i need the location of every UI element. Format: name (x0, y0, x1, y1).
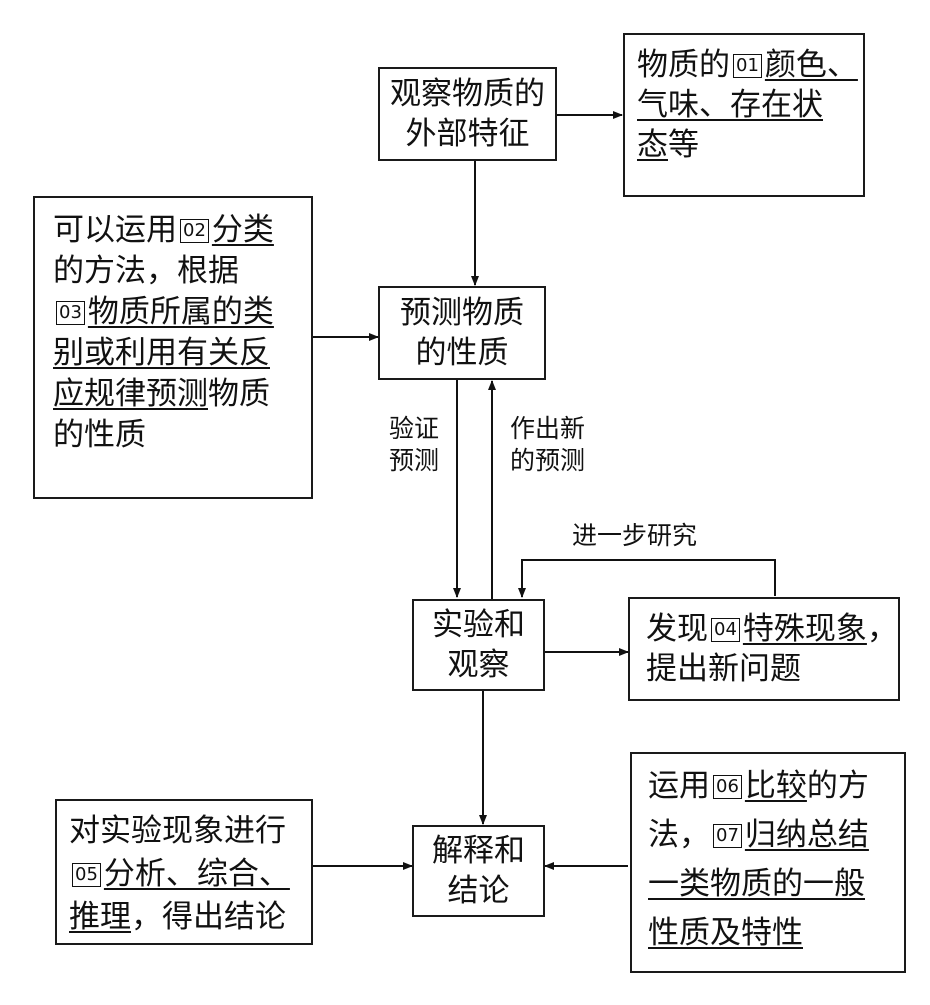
answer-category-b: 别或利用有关反 (53, 335, 270, 371)
edge-label-new-prediction: 作出新 的预测 (510, 413, 585, 477)
note-color-line-3: 态等 (637, 125, 863, 165)
answer-analysis: 分析、综合、 (103, 856, 290, 892)
blank-number-07: 07 (713, 824, 742, 848)
note-discover-line-2: 提出新问题 (646, 651, 801, 687)
note-color-suffix: 等 (668, 127, 699, 163)
note-compare-line-3: 一类物质的一般 (648, 864, 904, 913)
node-conclusion-line-2: 结论 (447, 873, 510, 909)
node-observe: 观察物质的 外部特征 (378, 67, 557, 161)
blank-number-02: 02 (180, 219, 209, 243)
answer-category-c: 应规律预测 (53, 376, 208, 412)
answer-comparison: 比较 (744, 768, 807, 804)
node-predict-line-1: 预测物质 (400, 295, 524, 331)
note-compare-line-4: 性质及特性 (648, 913, 904, 962)
answer-special-phenomenon: 特殊现象 (742, 611, 867, 647)
answer-classification: 分类 (211, 212, 274, 248)
note-classify-line-5: 应规律预测物质 (53, 374, 311, 415)
blank-number-05: 05 (72, 863, 101, 887)
node-predict-line-2: 的性质 (415, 335, 509, 371)
note-classify-prefix: 可以运用 (53, 212, 177, 248)
note-color-answer-c: 态 (637, 127, 668, 163)
edge-label-further-research: 进一步研究 (572, 521, 698, 550)
edge-label-new-prediction-line-1: 作出新 (510, 414, 586, 443)
node-observe-line-2: 外部特征 (405, 116, 530, 152)
note-color-line-2: 气味、存在状 (637, 85, 863, 125)
blank-number-01: 01 (733, 54, 762, 78)
node-experiment-line-2: 观察 (447, 647, 510, 683)
note-analyze-line-3-rest: ，得出结论 (131, 899, 286, 935)
note-discover-prefix: 发现 (646, 611, 708, 647)
note-compare-prefix: 运用 (648, 768, 710, 804)
note-discover-comma: ， (866, 611, 898, 647)
note-analyze-line-3: 推理，得出结论 (69, 897, 311, 940)
node-experiment: 实验和 观察 (412, 599, 545, 691)
note-classify-line-2: 的方法，根据 (53, 253, 239, 289)
edge-label-new-prediction-line-2: 的预测 (510, 446, 586, 475)
node-predict: 预测物质 的性质 (378, 286, 546, 380)
arrow-further-research-loop (518, 559, 776, 598)
note-color-answer-b: 气味、存在状 (637, 87, 823, 123)
edge-label-verify: 验证 预测 (389, 413, 439, 477)
node-conclusion-line-1: 解释和 (432, 833, 525, 869)
answer-category-a: 物质所属的类 (87, 294, 274, 330)
note-classify-line-4: 别或利用有关反 (53, 333, 311, 374)
node-conclusion: 解释和 结论 (412, 825, 545, 917)
blank-number-03: 03 (56, 301, 85, 325)
blank-number-06: 06 (713, 775, 742, 799)
answer-induction-b: 一类物质的一般 (648, 866, 865, 902)
note-compare-line-2-prefix: 法， (648, 817, 710, 853)
note-classify-line-5-rest: 物质 (208, 376, 270, 412)
blank-number-04: 04 (711, 618, 740, 642)
node-observe-line-1: 观察物质的 (390, 76, 545, 112)
note-classify-line-6: 的性质 (53, 417, 146, 453)
edge-label-verify-line-1: 验证 (389, 414, 440, 443)
edge-label-verify-line-2: 预测 (389, 446, 440, 475)
answer-reasoning: 推理 (69, 899, 131, 935)
answer-induction-a: 归纳总结 (744, 817, 869, 853)
note-color-answer-a: 颜色、 (764, 47, 858, 83)
note-compare-line-1-rest: 的方 (806, 768, 869, 804)
answer-induction-c: 性质及特性 (648, 915, 803, 951)
node-experiment-line-1: 实验和 (432, 607, 525, 643)
note-color-prefix: 物质的 (637, 47, 730, 83)
note-analyze-line-1: 对实验现象进行 (69, 813, 286, 849)
